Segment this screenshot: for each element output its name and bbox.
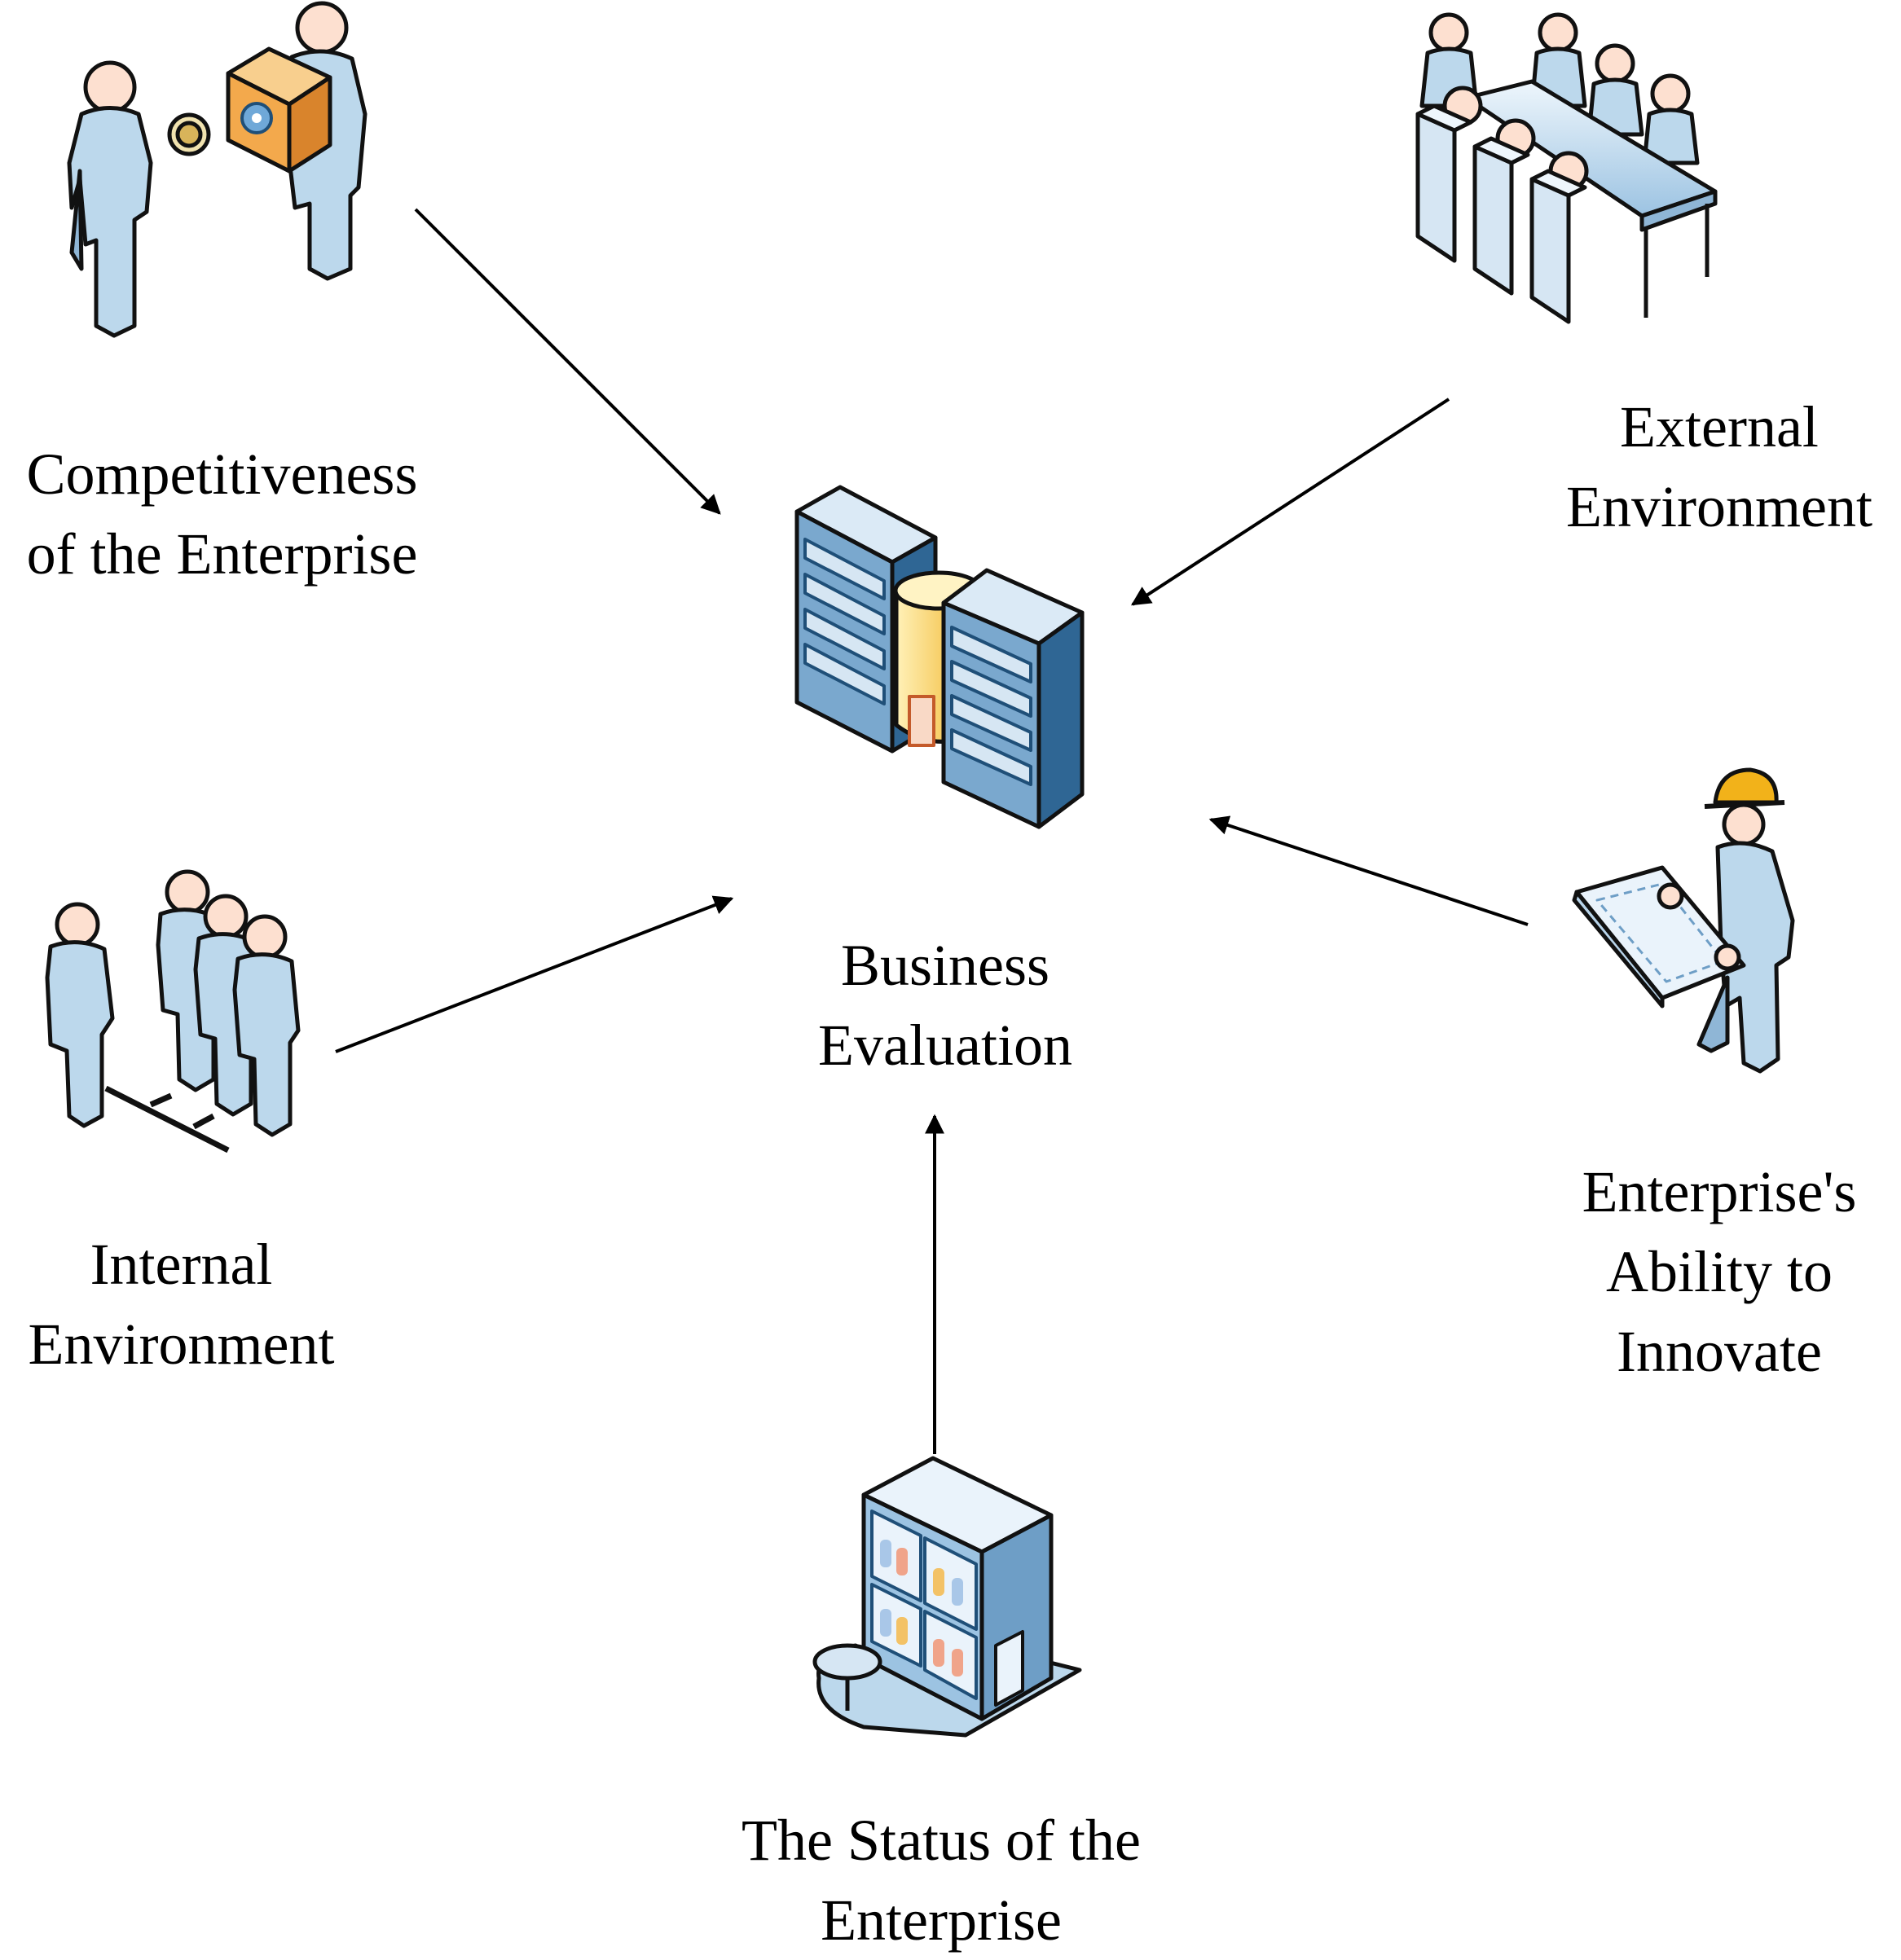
innovation-label: Enterprise's Ability to Innovate: [1540, 1152, 1899, 1391]
server-database-icon: [794, 485, 1085, 829]
arrow-external-to-evaluation: [1130, 398, 1450, 606]
label-line: Evaluation: [818, 1013, 1072, 1078]
meeting-table-icon: [1415, 12, 1718, 324]
label-line: Environment: [1566, 474, 1872, 539]
label-line: Competitiveness: [26, 442, 418, 507]
store-building-icon: [812, 1456, 1082, 1738]
status-label: The Status of the Enterprise: [697, 1800, 1186, 1960]
people-exchange-icon: [67, 1, 367, 338]
label-line: of the Enterprise: [26, 521, 418, 587]
arrows: [335, 208, 1529, 1454]
business-evaluation-label: Business Evaluation: [766, 925, 1124, 1085]
arrow-internal-to-evaluation: [335, 895, 734, 1053]
external-environment-label: External Environment: [1540, 387, 1899, 547]
label-line: Environment: [28, 1312, 335, 1377]
label-line: The Status of the: [741, 1808, 1141, 1873]
label-line: Enterprise's: [1582, 1159, 1857, 1224]
label-line: Internal: [90, 1232, 273, 1297]
label-line: Ability to: [1605, 1239, 1833, 1304]
arrow-competitiveness-to-evaluation: [414, 208, 721, 515]
label-line: Innovate: [1617, 1319, 1822, 1384]
engineer-blueprint-icon: [1572, 767, 1795, 1074]
competitiveness-label: Competitiveness of the Enterprise: [0, 434, 444, 594]
label-line: Business: [840, 933, 1050, 998]
internal-environment-label: Internal Environment: [0, 1224, 363, 1384]
label-line: Enterprise: [821, 1887, 1062, 1953]
arrow-innovation-to-evaluation: [1208, 815, 1529, 926]
label-line: External: [1620, 394, 1819, 459]
team-hierarchy-icon: [45, 869, 301, 1154]
